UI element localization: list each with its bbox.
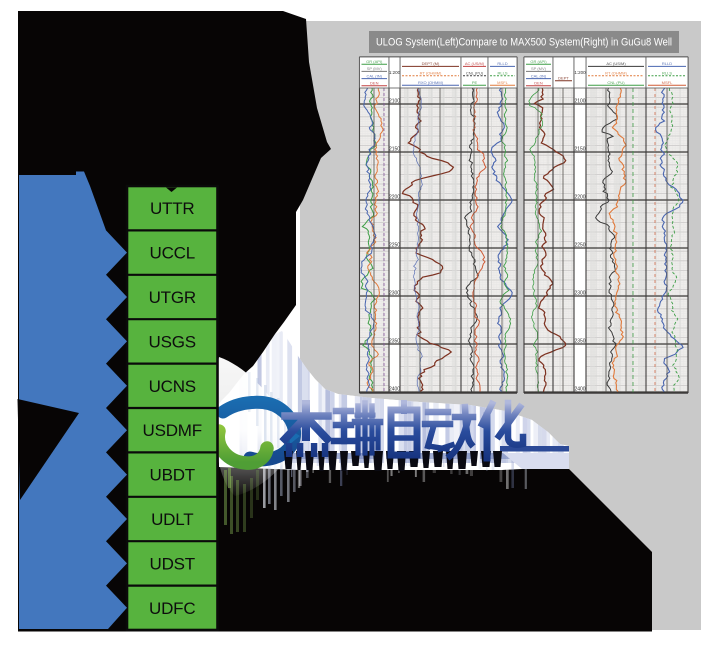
- svg-text:CNL (PU): CNL (PU): [607, 80, 625, 85]
- svg-text:RLLD: RLLD: [662, 61, 672, 66]
- svg-text:2250: 2250: [574, 243, 585, 249]
- svg-text:DEN: DEN: [370, 81, 379, 86]
- svg-text:2250: 2250: [389, 243, 400, 249]
- svg-text:AC (US/M): AC (US/M): [606, 61, 626, 66]
- svg-text:UCCL: UCCL: [150, 244, 196, 263]
- svg-text:ULOG System(Left)Compare to MA: ULOG System(Left)Compare to MAX500 Syste…: [376, 37, 672, 49]
- svg-text:2400: 2400: [574, 387, 585, 393]
- svg-text:RXO (OHMM): RXO (OHMM): [418, 80, 444, 85]
- svg-text:GR (API): GR (API): [366, 59, 383, 64]
- svg-text:RT (OHMM): RT (OHMM): [420, 71, 442, 76]
- svg-text:CAL (IN): CAL (IN): [531, 73, 547, 78]
- svg-text:1:200: 1:200: [389, 70, 401, 75]
- svg-text:CNL (PU): CNL (PU): [466, 71, 484, 76]
- svg-text:RLLS: RLLS: [497, 71, 507, 76]
- svg-text:UCNS: UCNS: [149, 377, 196, 396]
- svg-text:UTTR: UTTR: [150, 199, 195, 218]
- svg-text:2100: 2100: [389, 99, 400, 105]
- svg-text:2350: 2350: [389, 339, 400, 345]
- svg-text:1:200: 1:200: [574, 70, 586, 75]
- svg-text:2150: 2150: [389, 147, 400, 153]
- svg-text:2150: 2150: [574, 147, 585, 153]
- svg-text:UBDT: UBDT: [150, 466, 195, 485]
- svg-text:2200: 2200: [574, 195, 585, 201]
- svg-text:RLLD: RLLD: [497, 61, 507, 66]
- svg-text:2100: 2100: [574, 99, 585, 105]
- svg-text:SP (MV): SP (MV): [531, 66, 547, 71]
- svg-text:CAL (IN): CAL (IN): [367, 73, 383, 78]
- svg-text:MSFL: MSFL: [497, 80, 508, 85]
- svg-text:2400: 2400: [389, 387, 400, 393]
- svg-text:GR (API): GR (API): [530, 59, 547, 64]
- svg-text:USGS: USGS: [149, 332, 196, 351]
- svg-text:UTGR: UTGR: [149, 288, 196, 307]
- svg-text:DEPT: DEPT: [558, 76, 569, 81]
- svg-text:2200: 2200: [389, 195, 400, 201]
- svg-text:RT (OHMM): RT (OHMM): [605, 71, 627, 76]
- svg-text:SP (MV): SP (MV): [367, 66, 383, 71]
- svg-text:UDFC: UDFC: [149, 599, 195, 618]
- svg-text:2300: 2300: [389, 291, 400, 297]
- svg-text:MSFL: MSFL: [662, 80, 673, 85]
- svg-text:2350: 2350: [574, 339, 585, 345]
- svg-text:USDMF: USDMF: [143, 421, 202, 440]
- svg-text:DEPT (M): DEPT (M): [422, 61, 440, 66]
- svg-text:2300: 2300: [574, 291, 585, 297]
- svg-text:UDLT: UDLT: [151, 510, 193, 529]
- svg-text:AC (US/M): AC (US/M): [465, 61, 485, 66]
- svg-text:RLLS: RLLS: [662, 71, 672, 76]
- svg-text:UDST: UDST: [150, 554, 195, 573]
- svg-text:PE: PE: [472, 80, 478, 85]
- svg-text:DEN: DEN: [534, 81, 543, 86]
